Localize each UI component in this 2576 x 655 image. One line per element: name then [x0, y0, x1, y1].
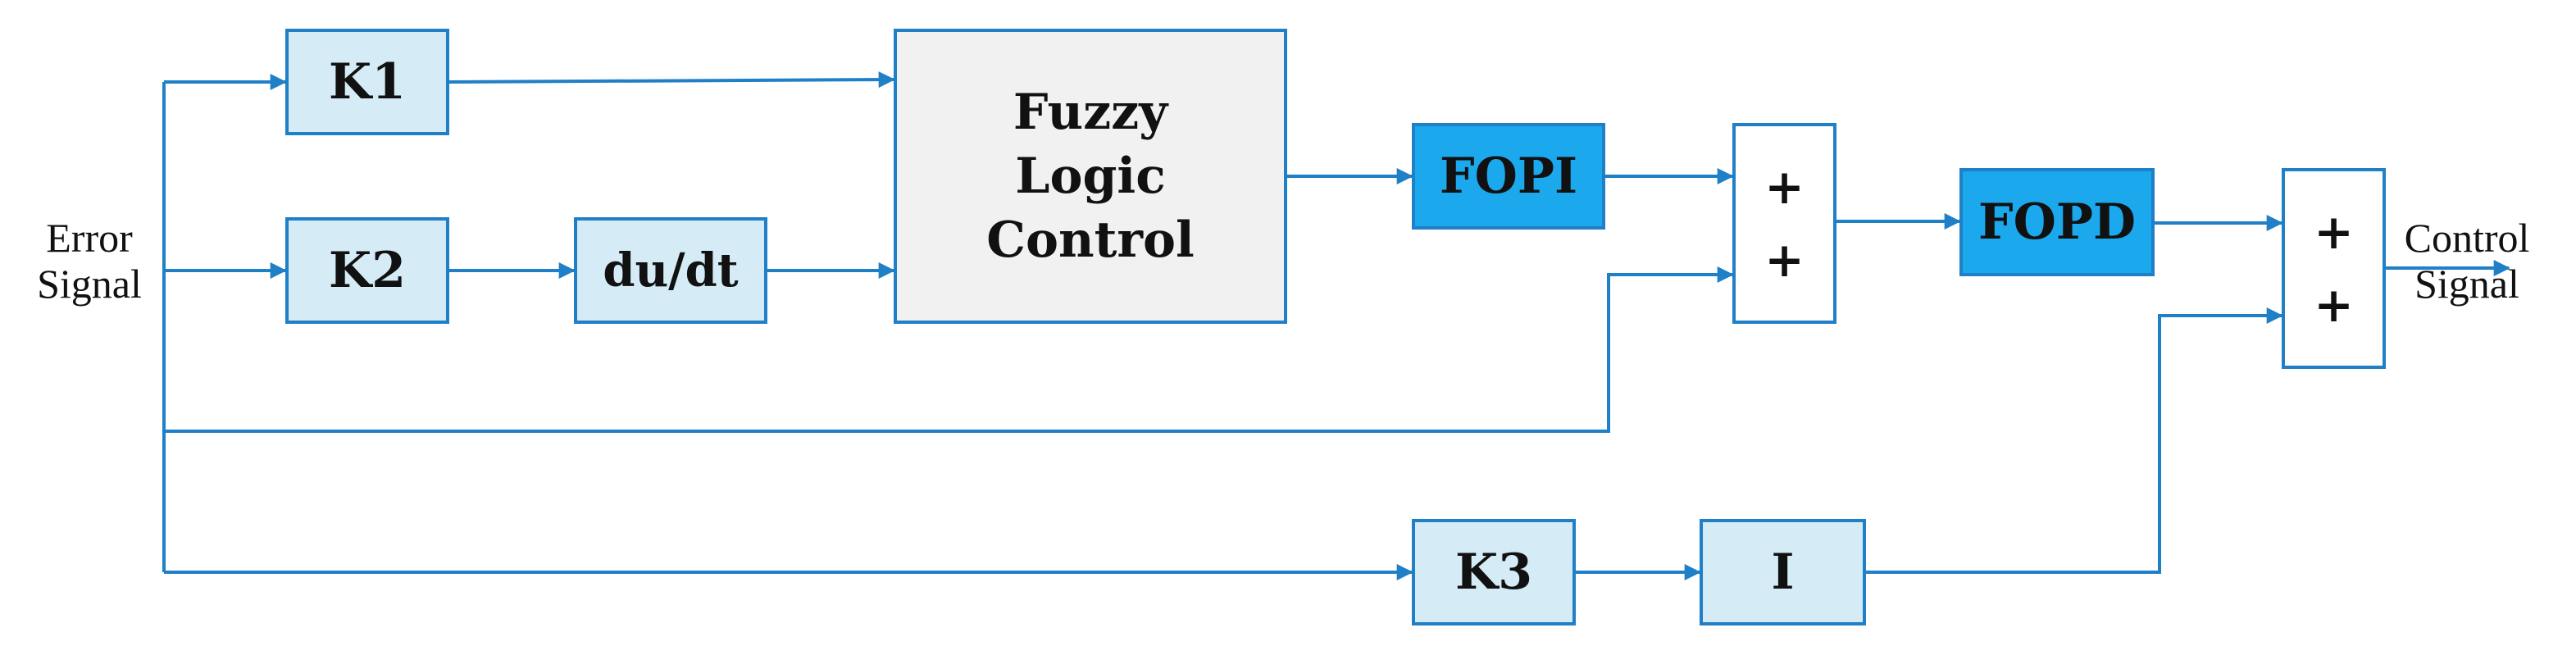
sum1-plus-bottom: + — [1764, 231, 1805, 288]
output-label-line2: Signal — [2414, 261, 2519, 307]
wire-integrator-to-sum2 — [1866, 307, 2283, 574]
fopd-label: FOPD — [1978, 193, 2136, 251]
fuzzy-logic-control-block: Fuzzy Logic Control — [894, 29, 1287, 324]
output-label-line1: Control — [2404, 215, 2530, 261]
fuzzy-logic-control-label: Fuzzy Logic Control — [986, 84, 1195, 269]
k2-label: K2 — [329, 242, 406, 299]
sum2-plus-top: + — [2314, 204, 2354, 261]
fopi-block: FOPI — [1412, 123, 1605, 230]
sum2-plus-bottom: + — [2314, 276, 2354, 333]
derivative-label: du/dt — [603, 243, 739, 298]
k3-gain-block: K3 — [1412, 519, 1576, 625]
k1-label: K1 — [329, 53, 406, 111]
wire-k1-to-flc — [448, 71, 895, 89]
output-signal-label: Control Signal — [2381, 215, 2553, 307]
fopi-label: FOPI — [1439, 148, 1578, 205]
k3-label: K3 — [1455, 544, 1532, 601]
wire-error-to-sum1 — [164, 266, 1734, 433]
derivative-block: du/dt — [574, 217, 767, 324]
integrator-block: I — [1700, 519, 1866, 625]
integrator-label: I — [1771, 544, 1795, 601]
input-label-line2: Signal — [37, 261, 142, 307]
k1-gain-block: K1 — [285, 29, 449, 135]
input-label-line1: Error — [46, 215, 133, 261]
sum1-plus-top: + — [1764, 159, 1805, 216]
input-signal-label: Error Signal — [11, 215, 167, 307]
k2-gain-block: K2 — [285, 217, 449, 324]
summing-junction-1: + + — [1732, 123, 1836, 324]
fopd-block: FOPD — [1959, 168, 2155, 276]
summing-junction-2: + + — [2282, 168, 2386, 369]
